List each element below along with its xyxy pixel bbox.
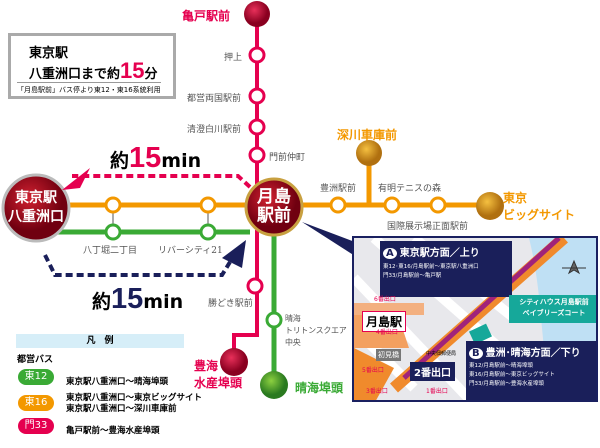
hub-tsukishima-label: 月島 駅前 <box>257 187 291 226</box>
stop-ariake <box>383 196 401 214</box>
stop-kachidoki <box>246 277 264 295</box>
callout-b-lines: 東12/月島駅前～晴海埠頭 東16/月島駅前～東京ビッグサイト 門33/月島駅前… <box>469 363 555 387</box>
terminal-fukagawa <box>356 140 382 166</box>
legend-item-0: 東12 東京駅八重洲口～晴海埠頭 <box>18 369 168 390</box>
legend-item-1: 東16 東京駅八重洲口～東京ビッグサイト 東京駅八重洲口～深川車庫前 <box>18 393 202 415</box>
terminal-kameido <box>244 1 270 27</box>
stop-hatchobori-green <box>104 223 122 241</box>
upper-time-prefix: 約 <box>110 150 130 172</box>
red-dashed-arrow <box>72 174 252 189</box>
legend-subtitle: 都営バス <box>17 355 54 365</box>
label-oshiage: 押上 <box>224 53 243 63</box>
terminal-harumi <box>260 371 288 399</box>
legend-item-2: 門33 亀戸駅前～豊海水産埠頭 <box>18 418 160 439</box>
label-hatchobori: 八丁堀二丁目 <box>83 246 138 256</box>
stop-river-green <box>199 223 217 241</box>
callout-a-lines: 東12･東16/月島駅前～東京駅八重洲口 門33/月島駅前～亀戸駅 <box>383 264 479 279</box>
marker-b-icon: B <box>469 348 483 359</box>
lower-time: 約15min <box>92 283 183 316</box>
compass-icon <box>562 259 586 275</box>
callout-pointer <box>302 222 355 256</box>
stop-kiyosumi <box>248 118 266 136</box>
bridge-label: 初見橋 <box>376 349 401 361</box>
legend-text: 亀戸駅前～豊海水産埠頭 <box>66 426 160 436</box>
upper-time-num: 15 <box>129 142 162 174</box>
stop-kokusai <box>429 196 447 214</box>
exit-4: 4番出口 <box>376 329 398 336</box>
station-label: 月島駅 <box>362 311 407 332</box>
stop-ryogoku <box>248 87 266 105</box>
navy-arrowhead <box>222 240 246 268</box>
stop-river-orange <box>199 196 217 214</box>
exit-5: 5番出口 <box>362 367 384 374</box>
legend-text: 東京駅八重洲口～晴海埠頭 <box>66 377 169 387</box>
label-ariake: 有明テニスの森 <box>378 184 442 194</box>
badge-to16: 東16 <box>18 395 54 411</box>
marker-a-icon: A <box>383 248 397 259</box>
callout-b-title: 豊洲･晴海方面／下り <box>485 348 581 359</box>
exit-2-label: 2番出口 <box>410 362 455 381</box>
red-arrowhead <box>62 168 90 190</box>
label-kachidoki: 勝どき駅前 <box>208 299 253 309</box>
stop-oshiage <box>248 46 266 64</box>
terminal-bigsight <box>476 192 504 220</box>
hub-tokyo <box>1 173 71 243</box>
hub-tokyo-label: 東京駅 八重洲口 <box>8 190 64 225</box>
callout-a-title: 東京駅方面／上り <box>399 248 480 259</box>
navy-dashed-arrow <box>43 254 232 277</box>
stop-triton <box>265 311 283 329</box>
label-triton: 晴海 トリトンスクエア 中央 <box>285 314 347 347</box>
label-toyomi: 豊海 水産埠頭 <box>194 359 243 390</box>
exit-6: 6番出口 <box>374 296 396 303</box>
info-unit: 分 <box>144 67 158 82</box>
badge-to12: 東12 <box>18 369 54 385</box>
stop-monzen <box>248 146 266 164</box>
info-note: 「月島駅前」バス停より東12・東16系統利用 <box>17 82 161 95</box>
lower-time-prefix: 約 <box>92 291 112 313</box>
lower-time-num: 15 <box>111 283 144 315</box>
terminal-toyomi <box>220 348 248 376</box>
label-harumi: 晴海埠頭 <box>295 381 344 395</box>
hub-tsukishima <box>244 177 304 237</box>
label-kameido: 亀戸駅前 <box>182 9 231 23</box>
upper-time: 約15min <box>110 142 201 175</box>
info-line1: 東京駅 <box>29 46 69 61</box>
legend-title: 凡 例 <box>16 334 184 348</box>
exit-1: 1番出口 <box>426 388 448 395</box>
stop-toyosu <box>329 196 347 214</box>
badge-mon33: 門33 <box>18 418 54 434</box>
info-minutes: 15 <box>120 58 145 83</box>
connector <box>112 205 209 232</box>
label-fukagawa: 深川車庫前 <box>337 128 398 142</box>
lower-time-unit: min <box>143 291 184 313</box>
label-ryogoku: 都営両国駅前 <box>187 94 242 104</box>
post-office-label: 中央佃郵便局 <box>426 351 457 357</box>
stop-hatchobori-orange <box>104 196 122 214</box>
building-label: シティハウス月島駅前 ベイブリーズコート <box>509 295 596 323</box>
info-box: 東京駅 八重洲口まで約15分 「月島駅前」バス停より東12・東16系統利用 <box>8 33 176 99</box>
label-toyosu: 豊洲駅前 <box>320 184 357 194</box>
upper-time-unit: min <box>161 150 202 172</box>
legend-text: 東京駅八重洲口～東京ビッグサイト 東京駅八重洲口～深川車庫前 <box>66 393 203 414</box>
exit-3: 3番出口 <box>366 388 388 395</box>
label-bigsight: 東京 ビッグサイト <box>503 191 576 222</box>
label-kiyosumi: 清澄白川駅前 <box>187 125 242 135</box>
label-river: リバーシティ21 <box>158 246 223 256</box>
label-kokusai: 国際展示場正面駅前 <box>387 222 469 232</box>
label-monzen: 門前仲町 <box>269 153 306 163</box>
info-line2: 八重洲口まで約 <box>29 67 121 82</box>
